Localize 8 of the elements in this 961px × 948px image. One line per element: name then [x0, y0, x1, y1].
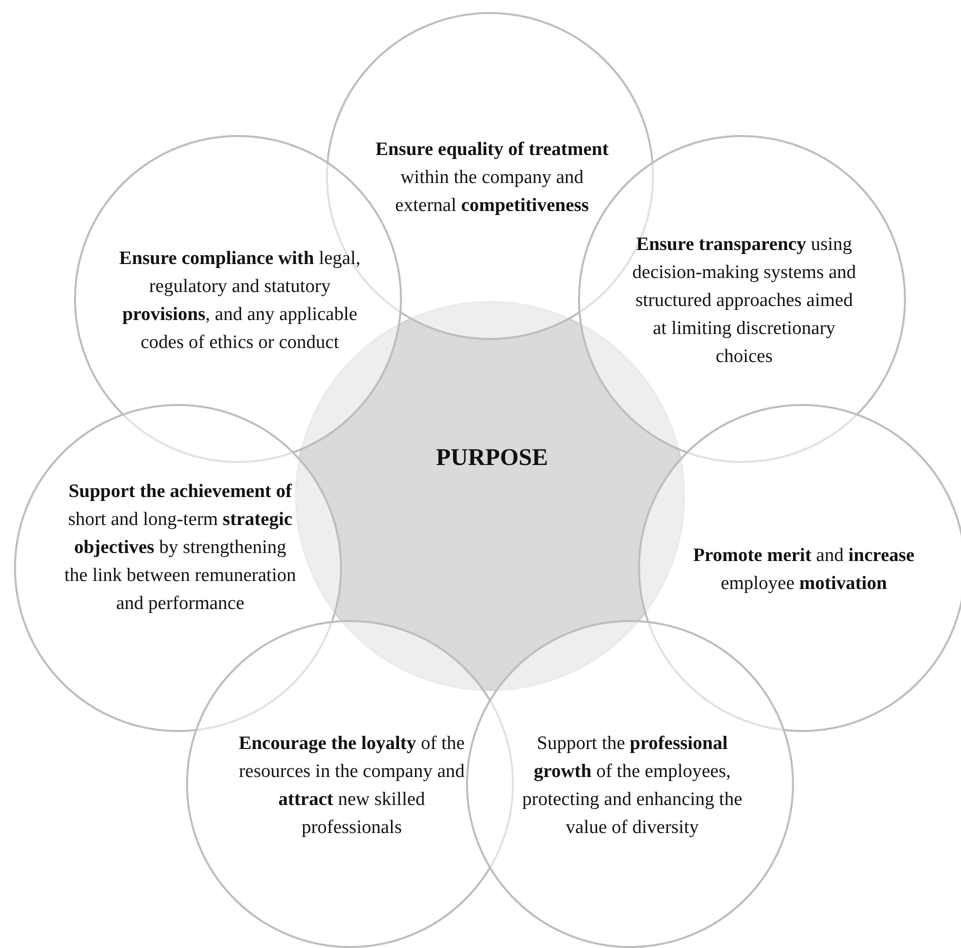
goal-text: Ensure equality of treatment within the company and external competitiveness — [374, 138, 610, 218]
goal-text: Support the professional growth of the employees, protecting and enhancing the value of diversity — [521, 732, 744, 840]
center-title: PURPOSE — [434, 444, 549, 472]
goal-text: Ensure compliance with legal, regulatory and statutory provisions, and any applicable codes of ethics or conduct — [118, 246, 362, 355]
goal-text: Encourage the loyalty of the resources in the company and attract new skilled professionals — [238, 732, 466, 840]
goal-text: Promote merit and increase employee motivation — [692, 544, 916, 596]
goal-text: Ensure transparency using decision-making systems and structured approaches aimed at limiting discretionary choices — [631, 232, 858, 369]
goal-text: Support the achievement of short and long-term strategic objectives by strengthening the link between remuneration and performance — [63, 480, 297, 616]
